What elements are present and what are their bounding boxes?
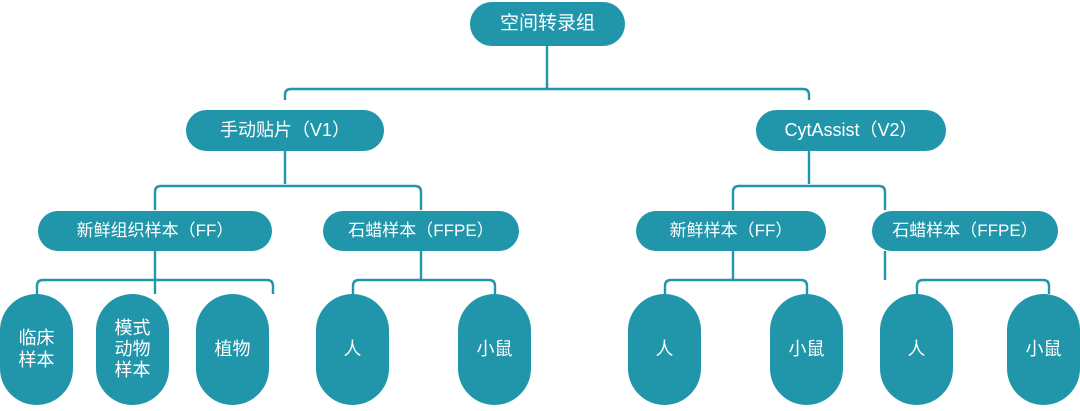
node-manual-v1[interactable]: 手动贴片（V1）	[186, 110, 384, 151]
leaf-clinical-sample[interactable]: 临床 样本	[0, 294, 73, 405]
leaf-plant[interactable]: 植物	[196, 294, 269, 405]
link-v1-bus	[153, 184, 423, 210]
leaf-mouse-3[interactable]: 小鼠	[1007, 294, 1080, 405]
link-lffpe-bus	[351, 278, 497, 294]
node-left-fresh-ff[interactable]: 新鲜组织样本（FF）	[38, 211, 272, 251]
link-rff-bus	[663, 278, 809, 294]
node-right-ffpe[interactable]: 石蜡样本（FFPE）	[872, 211, 1058, 251]
leaf-mouse-1[interactable]: 小鼠	[458, 294, 531, 405]
node-left-ffpe[interactable]: 石蜡样本（FFPE）	[323, 211, 519, 251]
leaf-mouse-2[interactable]: 小鼠	[770, 294, 843, 405]
node-cytassist-v2[interactable]: CytAssist（V2）	[756, 110, 946, 151]
node-right-fresh-ff[interactable]: 新鲜样本（FF）	[636, 211, 826, 251]
leaf-human-3[interactable]: 人	[880, 294, 953, 405]
link-v2-bus	[731, 184, 887, 210]
leaf-human-1[interactable]: 人	[316, 294, 389, 405]
leaf-model-animal-sample[interactable]: 模式 动物 样本	[96, 294, 169, 405]
leaf-human-2[interactable]: 人	[628, 294, 701, 405]
node-root[interactable]: 空间转录组	[470, 2, 625, 46]
link-rffpe-bus	[915, 278, 1051, 294]
link-root-bus	[283, 87, 811, 100]
